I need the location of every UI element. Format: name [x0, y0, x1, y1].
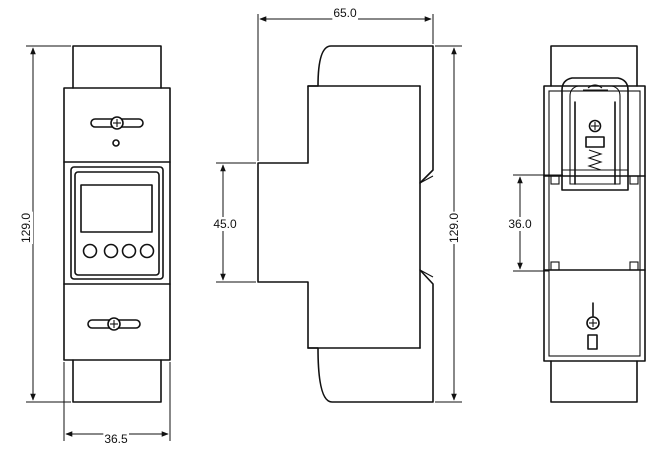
spring-icon: [587, 149, 603, 171]
front-button-2: [103, 243, 119, 259]
label-background: [212, 217, 239, 231]
front-panel: [70, 166, 164, 280]
front-button-3: [121, 243, 137, 259]
side-depth-dimension: [257, 14, 434, 161]
back-screw-icon: [586, 302, 600, 350]
label-background: [332, 6, 359, 20]
front-body: [63, 87, 171, 361]
front-button-1: [82, 243, 98, 259]
din-clip: [561, 77, 629, 191]
lcd-screen: [80, 184, 153, 233]
front-button-4: [139, 243, 155, 259]
spring-block: [585, 136, 605, 148]
side-view: [216, 14, 462, 403]
bottom-screw-icon: [87, 317, 141, 331]
back-view: [513, 45, 646, 403]
top-screw-icon: [90, 116, 144, 147]
label-background: [103, 432, 130, 446]
front-view: [26, 45, 171, 441]
label-background: [507, 217, 534, 231]
label-background: [447, 211, 461, 245]
side-depth-label: 65.0: [333, 6, 357, 20]
back-rail-label: 36.0: [508, 217, 532, 231]
front-height-label: 129.0: [19, 213, 33, 243]
side-height-label: 129.0: [447, 213, 461, 243]
label-background: [19, 211, 33, 245]
front-width-label: 36.5: [104, 432, 128, 446]
side-inner-height-label: 45.0: [213, 217, 237, 231]
